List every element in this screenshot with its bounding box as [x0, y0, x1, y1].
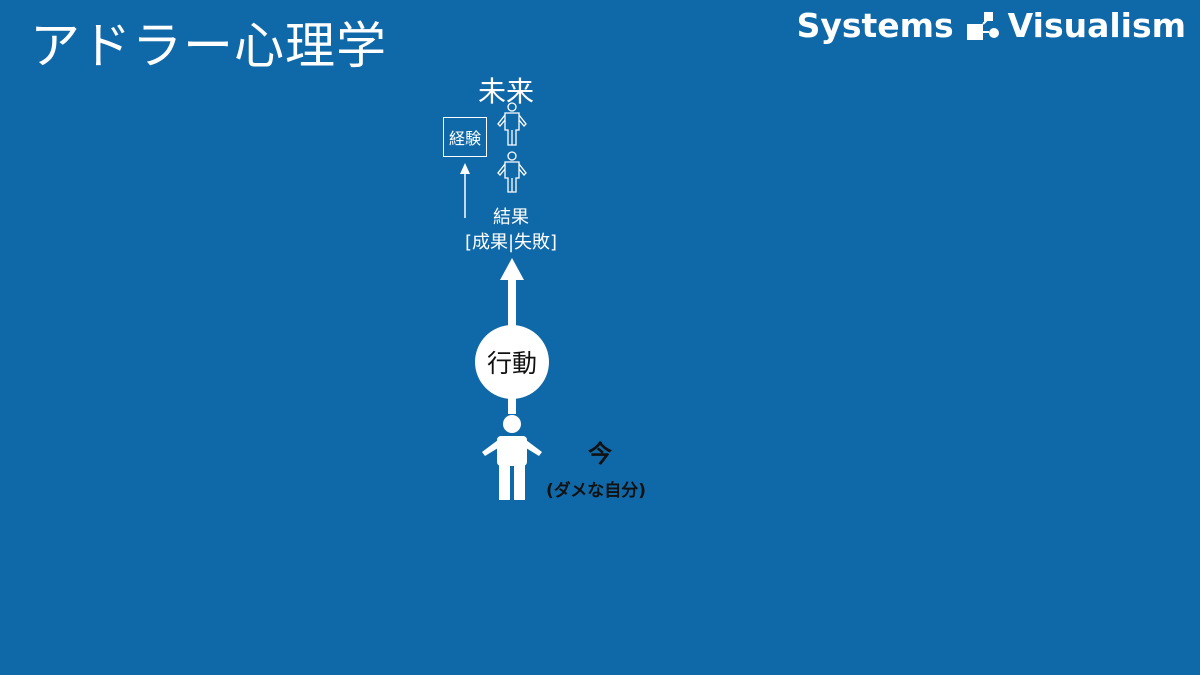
action-arrow: [500, 258, 524, 326]
action-connector: [508, 398, 516, 414]
brand-name-left: Systems: [796, 6, 954, 45]
future-person-icon: [497, 151, 527, 193]
result-options: [成果|失敗]: [464, 232, 558, 253]
present-person-icon: [482, 415, 542, 500]
now-note: (ダメな自分): [546, 481, 647, 501]
result-label: 結果 [成果|失敗]: [455, 205, 567, 255]
systems-logo-icon: [966, 11, 999, 40]
result-title: 結果: [493, 207, 529, 228]
experience-arrow: [460, 163, 470, 218]
page-title: アドラー心理学: [30, 17, 387, 75]
future-label: 未来: [478, 75, 535, 108]
brand-name-right: Visualism: [1007, 6, 1186, 45]
future-person-icon: [497, 102, 527, 146]
experience-box: 経験: [443, 117, 487, 157]
action-node: 行動: [475, 325, 549, 399]
brand-logo: Systems Visualism: [797, 6, 1186, 45]
now-label: 今: [588, 440, 612, 468]
